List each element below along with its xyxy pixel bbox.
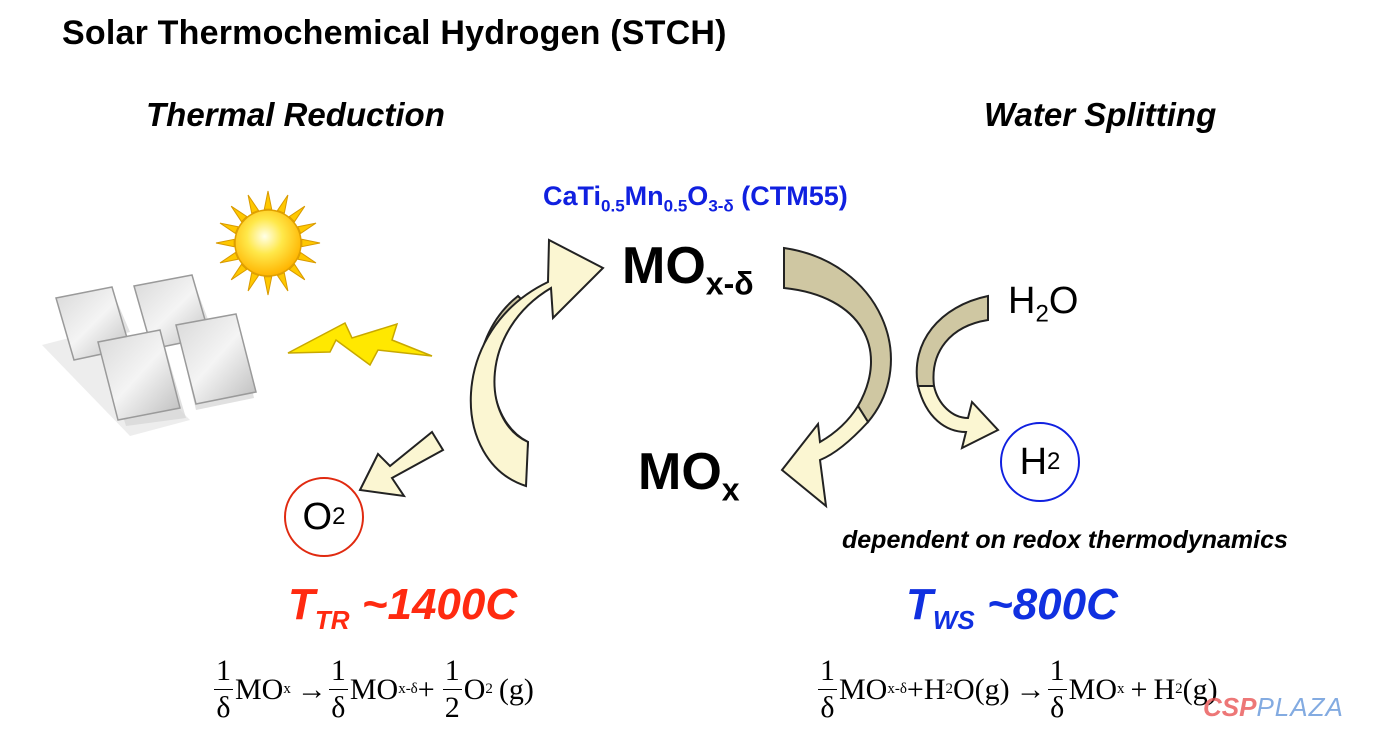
water-label: H2O bbox=[1008, 280, 1079, 328]
sun-ray bbox=[230, 205, 248, 223]
thermodynamics-note: dependent on redox thermodynamics bbox=[842, 526, 1288, 554]
sun-ray bbox=[297, 222, 317, 235]
page-title: Solar Thermochemical Hydrogen (STCH) bbox=[62, 14, 727, 52]
sun-ray bbox=[230, 263, 248, 281]
right-cycle-arrow-icon bbox=[780, 246, 892, 509]
left-cycle-arrow-icon bbox=[469, 238, 605, 488]
watermark-logo: CSPPLAZA bbox=[1203, 692, 1344, 722]
sun-ray bbox=[276, 272, 289, 292]
thermal-reduction-heading: Thermal Reduction bbox=[146, 96, 445, 133]
sun-ray bbox=[301, 238, 321, 248]
water-splitting-arrow-icon bbox=[915, 294, 1000, 450]
thermal-reduction-temperature: TTR ~1400C bbox=[288, 580, 518, 635]
material-formula: CaTi0.5Mn0.5O3-δ (CTM55) bbox=[543, 181, 848, 216]
sun-ray bbox=[297, 251, 317, 264]
sun-ray bbox=[247, 272, 260, 292]
lightning-bolt-icon bbox=[287, 321, 433, 367]
oxygen-release-arrow-icon bbox=[358, 430, 445, 498]
solar-panels-icon bbox=[42, 274, 257, 436]
reduced-oxide-label: MOx-δ bbox=[622, 237, 754, 302]
sun-ray bbox=[288, 205, 306, 223]
sun-ray bbox=[219, 222, 239, 235]
sun-ray bbox=[288, 263, 306, 281]
sun-ray bbox=[219, 251, 239, 264]
sun-ray bbox=[263, 190, 273, 210]
water-splitting-heading: Water Splitting bbox=[984, 96, 1217, 133]
sun-ray bbox=[215, 238, 235, 248]
sun-ray bbox=[263, 276, 273, 296]
oxidized-oxide-label: MOx bbox=[638, 443, 740, 508]
sun-ray bbox=[276, 194, 289, 214]
sun-icon bbox=[215, 190, 321, 296]
water-splitting-temperature: TWS ~800C bbox=[906, 580, 1118, 635]
sun-ray bbox=[247, 194, 260, 214]
